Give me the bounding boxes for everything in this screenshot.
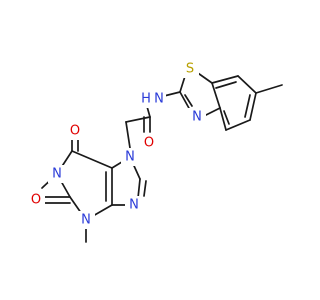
oxygen-label-amide: O <box>144 136 154 151</box>
oxygen-label-top: O <box>70 124 80 139</box>
bond-ch2-carbonyl <box>125 116 151 123</box>
nitrogen-label-amide: N <box>154 92 164 107</box>
bond-c8-n9 <box>137 178 141 199</box>
bond-c5-c6 <box>71 150 113 169</box>
bond-n3t-c3a <box>203 107 221 117</box>
bond-c7-c6 <box>237 75 257 94</box>
bond-c7a-c7 <box>211 75 239 84</box>
hydrogen-label-amide: H <box>141 92 151 107</box>
bond-c4-c3a <box>219 107 227 131</box>
atom-label-layer: O O O N N N N H N S N <box>27 60 206 229</box>
bond-c3a-c7a <box>211 82 221 109</box>
bond-c7a-c7-double <box>215 81 237 89</box>
bond-n7-ch2 <box>125 121 131 149</box>
sulfur-label-thiazole: S <box>186 62 194 77</box>
nitrogen-label-thiazole: N <box>192 110 202 125</box>
bond-c6-c5 <box>249 92 257 121</box>
oxygen-label-left: O <box>31 193 41 208</box>
molecule-diagram: O O O N N N N H N S N <box>27 60 283 243</box>
bond-c2-n3t <box>179 91 191 111</box>
nitrogen-label-n9: N <box>129 198 139 213</box>
bond-c4-c3a-double <box>223 110 230 125</box>
bond-c5-c4 <box>225 119 251 131</box>
bond-c6-c5-double <box>244 94 251 118</box>
bond-c2-n3t-double <box>184 94 193 107</box>
nitrogen-label-n3: N <box>81 213 91 228</box>
bond-ring-methyl <box>255 84 283 94</box>
bond-nh-c2 <box>163 91 181 97</box>
bond-c8-n9-double <box>143 180 147 197</box>
structure-canvas: O O O N N N N H N S N <box>27 60 283 243</box>
nitrogen-label-n1: N <box>52 167 62 182</box>
nitrogen-label-n7: N <box>125 150 135 165</box>
